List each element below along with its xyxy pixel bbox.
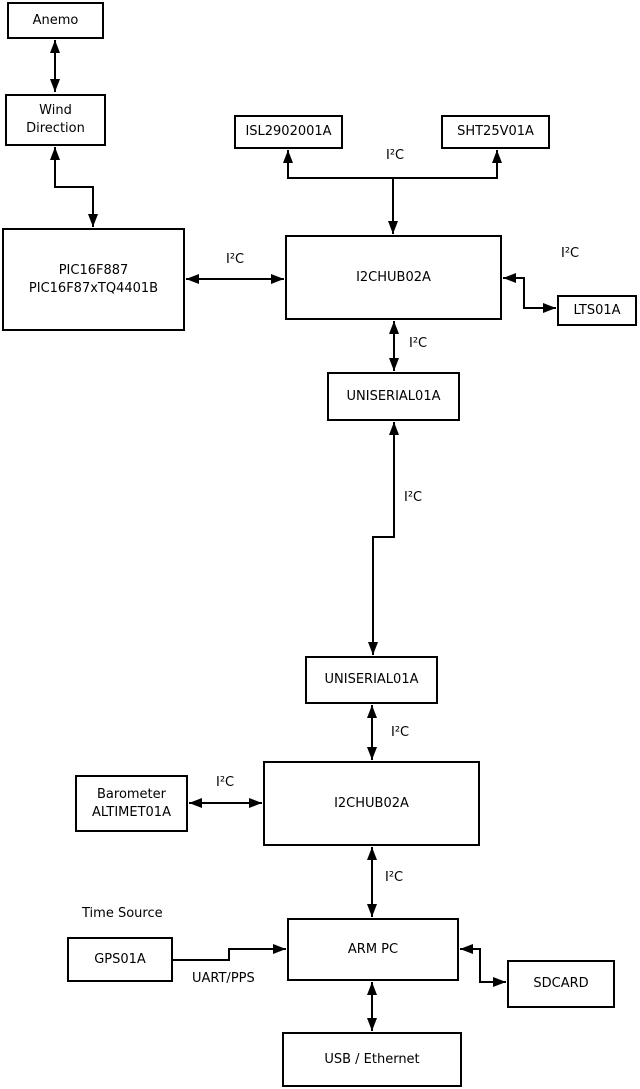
box-uniserial01a-bottom-label: UNISERIAL01A [324, 672, 419, 687]
box-gps01a-label: GPS01A [94, 951, 146, 967]
box-usb-ethernet-label: USB / Ethernet [324, 1051, 420, 1067]
box-uniserial01a-top: UNISERIAL01A [327, 372, 460, 421]
box-anemo: Anemo [7, 2, 104, 39]
wire-uniserial-top-uniserial-bottom [368, 422, 399, 655]
box-uniserial01a-top-label: UNISERIAL01A [346, 388, 441, 404]
box-arm-pc-label: ARM PC [347, 941, 399, 957]
i2c-label-long-link: I²C [404, 490, 423, 505]
wire-winddirection-pic [50, 147, 98, 227]
box-sht25v01a: SHT25V01A [441, 115, 550, 149]
box-wind-direction: Wind Direction [5, 94, 106, 146]
box-isl2902001a-label: ISL2902001A [245, 124, 332, 139]
box-sdcard: SDCARD [507, 960, 615, 1008]
box-barometer-line2: ALTIMET01A [92, 804, 171, 820]
box-i2chub02a-bottom-label: I2CHUB02A [334, 795, 409, 811]
box-sht25v01a-label: SHT25V01A [457, 124, 534, 139]
box-anemo-label: Anemo [32, 12, 79, 28]
box-uniserial01a-bottom: UNISERIAL01A [305, 656, 438, 704]
i2c-label-uniserial-hub2: I²C [391, 725, 410, 740]
wire-armpc-sdcard [460, 944, 506, 987]
box-wind-direction-line2: Direction [26, 121, 85, 136]
box-lts01a-label: LTS01A [573, 302, 621, 318]
box-pic16f887: PIC16F887 PIC16F87xTQ4401B [2, 228, 185, 331]
box-pic16f887-line2: PIC16F87xTQ4401B [28, 280, 159, 296]
i2c-label-pic-hub: I²C [226, 252, 245, 267]
box-wind-direction-line1: Wind [39, 103, 72, 118]
i2c-label-hub2-armpc: I²C [385, 870, 404, 885]
i2c-label-branch: I²C [386, 148, 405, 163]
box-gps01a: GPS01A [67, 937, 173, 982]
box-usb-ethernet: USB / Ethernet [282, 1032, 462, 1087]
wire-i2chub-top-lts [503, 273, 556, 313]
i2c-label-hub-lts: I²C [561, 246, 580, 261]
uart-pps-label: UART/PPS [192, 971, 255, 986]
time-source-label: Time Source [82, 906, 163, 921]
i2c-label-hub-uniserial: I²C [409, 336, 428, 351]
box-i2chub02a-bottom: I2CHUB02A [263, 761, 480, 846]
box-lts01a: LTS01A [557, 295, 637, 326]
box-arm-pc: ARM PC [287, 918, 459, 981]
box-barometer-altimet01a: Barometer ALTIMET01A [75, 775, 188, 832]
box-i2chub02a-top-label: I2CHUB02A [356, 269, 431, 285]
box-barometer-line1: Barometer [97, 786, 166, 802]
i2c-label-barometer-hub2: I²C [216, 775, 235, 790]
box-pic16f887-line1: PIC16F887 [58, 262, 129, 278]
box-sdcard-label: SDCARD [533, 976, 589, 991]
box-i2chub02a-top: I2CHUB02A [285, 235, 502, 320]
box-isl2902001a: ISL2902001A [234, 115, 343, 149]
wire-gps-armpc [173, 944, 286, 961]
